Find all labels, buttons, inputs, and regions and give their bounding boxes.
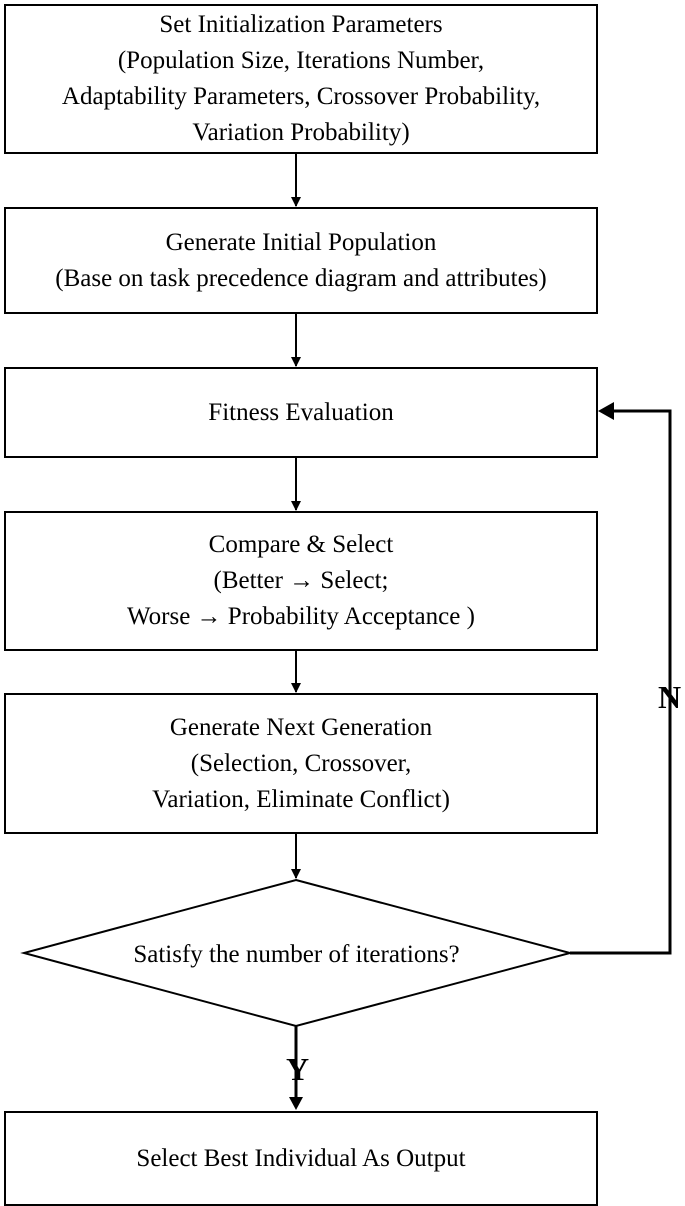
generate-population-box: Generate Initial Population (Base on tas…: [4, 207, 598, 314]
next-title: Generate Next Generation: [169, 713, 433, 741]
generate-line-1: (Base on task precedence diagram and att…: [55, 264, 547, 292]
init-line-3: Variation Probability): [192, 119, 410, 146]
next-generation-box: Generate Next Generation (Selection, Cro…: [4, 693, 598, 834]
best-individual-box: Select Best Individual As Output: [4, 1111, 598, 1206]
next-line-2: Variation, Eliminate Conflict): [152, 785, 450, 813]
compare-line-2: Worse → Probability Acceptance ): [127, 603, 475, 630]
output-title: Select Best Individual As Output: [136, 1144, 466, 1172]
compare-line-1: (Better → Select;: [213, 567, 389, 594]
next-line-1: (Selection, Crossover,: [190, 749, 412, 777]
arrowhead-no-loop: [598, 402, 614, 420]
init-line-2: Adaptability Parameters, Crossover Proba…: [61, 83, 541, 110]
init-parameters-box: Set Initialization Parameters (Populatio…: [4, 4, 598, 154]
fitness-evaluation-box: Fitness Evaluation: [4, 367, 598, 458]
no-edge-label: N: [658, 679, 682, 715]
init-line-1: (Population Size, Iterations Number,: [117, 47, 485, 74]
arrow-decision-no-loop: [570, 409, 672, 955]
fitness-title: Fitness Evaluation: [208, 398, 394, 426]
arrowhead-yes: [289, 1097, 303, 1110]
generate-title: Generate Initial Population: [165, 228, 437, 256]
yes-edge-label: Y: [286, 1051, 310, 1087]
compare-select-box: Compare & Select (Better → Select; Worse…: [4, 511, 598, 651]
decision-text: Satisfy the number of iterations?: [133, 941, 460, 968]
compare-title: Compare & Select: [208, 531, 394, 558]
init-title: Set Initialization Parameters: [159, 11, 443, 38]
